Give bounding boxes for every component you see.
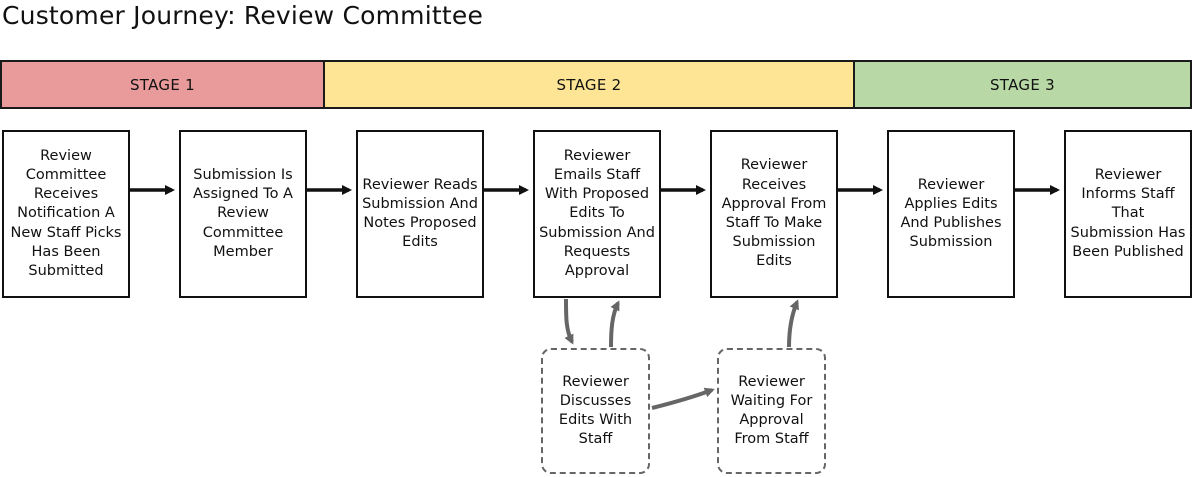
side-step-discuss-text: Reviewer Discusses Edits With Staff — [558, 373, 633, 448]
side-step-discuss-box: Reviewer Discusses Edits With Staff — [541, 348, 650, 474]
page-title: Customer Journey: Review Committee — [2, 1, 484, 30]
stage-1-header: STAGE 1 — [0, 60, 325, 109]
step-4-text: Reviewer Emails Staff With Proposed Edit… — [539, 147, 655, 279]
step-7-text: Reviewer Informs Staff That Submission H… — [1070, 166, 1186, 260]
stage-2-label: STAGE 2 — [556, 75, 622, 94]
step-1-box: Review Committee Receives Notification A… — [2, 130, 130, 298]
step-7-box: Reviewer Informs Staff That Submission H… — [1064, 130, 1192, 298]
stage-1-label: STAGE 1 — [129, 75, 196, 94]
step-2-box: Submission Is Assigned To A Review Commi… — [179, 130, 307, 298]
arrow-side1-to-side2 — [651, 387, 715, 410]
arrow-side1-to-step4 — [609, 300, 620, 348]
step-3-text: Reviewer Reads Submission And Notes Prop… — [362, 176, 478, 251]
step-6-box: Reviewer Applies Edits And Publishes Sub… — [887, 130, 1015, 298]
arrow-step4-to-side1 — [564, 298, 574, 345]
stage-3-header: STAGE 3 — [853, 60, 1192, 109]
stage-3-label: STAGE 3 — [989, 75, 1056, 94]
step-1-text: Review Committee Receives Notification A… — [10, 147, 122, 279]
step-5-box: Reviewer Receives Approval From Staff To… — [710, 130, 838, 298]
step-5-text: Reviewer Receives Approval From Staff To… — [721, 157, 827, 270]
side-step-waiting-text: Reviewer Waiting For Approval From Staff — [730, 373, 813, 448]
step-6-text: Reviewer Applies Edits And Publishes Sub… — [900, 176, 1002, 251]
step-4-box: Reviewer Emails Staff With Proposed Edit… — [533, 130, 661, 298]
step-3-box: Reviewer Reads Submission And Notes Prop… — [356, 130, 484, 298]
side-step-waiting-box: Reviewer Waiting For Approval From Staff — [717, 348, 826, 474]
step-2-text: Submission Is Assigned To A Review Commi… — [193, 166, 293, 260]
arrow-side2-to-step5 — [787, 299, 799, 348]
